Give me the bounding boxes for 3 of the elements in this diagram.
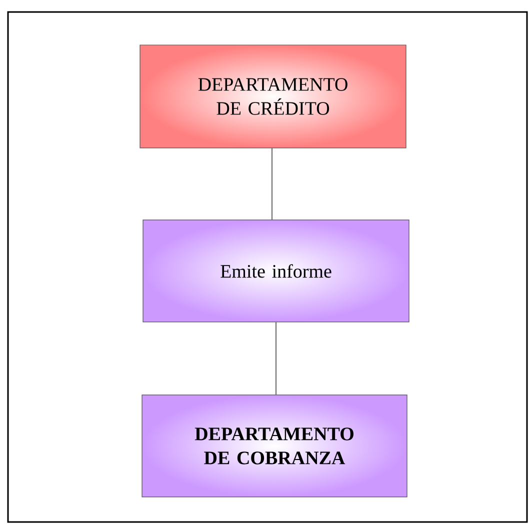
process-box: Emite informe [142, 220, 410, 322]
process-box: DEPARTAMENTO DE COBRANZA [142, 394, 408, 498]
process-box: DEPARTAMENTO DE CRÉDITO [140, 44, 406, 148]
